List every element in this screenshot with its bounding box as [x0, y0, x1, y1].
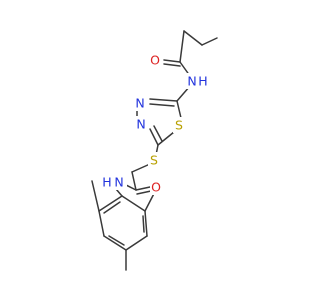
bond-ring-5: [98, 210, 105, 237]
bond-s-ch2: [131, 163, 151, 173]
atom-nh-amide-label: N: [114, 175, 123, 190]
bond-c2-s1: [157, 131, 175, 146]
bond-n3-c2-double-b: [153, 125, 163, 142]
molecule-structure-diagram: O N H N N S S O H N: [91, 30, 218, 271]
atom-nh-amide-h-label: H: [102, 175, 111, 190]
atom-s-thioether: S: [148, 152, 160, 168]
bond-methyl-a: [183, 30, 203, 46]
bond-ring-2: [144, 210, 148, 237]
atom-nh-top-label: N: [187, 74, 196, 89]
bond-s1-c5: [176, 100, 182, 119]
bond-methyl-b: [201, 37, 218, 46]
atom-n-ring-4: N: [134, 95, 146, 111]
bond-amide-double-b: [136, 190, 152, 195]
atom-nh-top: N H: [186, 73, 208, 89]
atom-n-ring-3-label: N: [136, 117, 145, 132]
bond-ring-3: [125, 235, 148, 251]
atom-nh-top-h-label: H: [198, 74, 207, 89]
atom-n-ring-4-label: N: [135, 96, 144, 111]
atom-o-amide-label: O: [151, 180, 161, 195]
bond-carbonyl-double-a: [163, 59, 181, 63]
atom-o-amide: O: [150, 178, 163, 195]
bond-ring-inner-1: [142, 215, 145, 233]
atom-nh-amide: H N: [101, 174, 127, 190]
bond-amide-double-a: [135, 186, 151, 191]
bond-c5-n4-double-b: [149, 103, 175, 107]
bond-nh-aryl: [115, 188, 123, 197]
bond-ch-carbonyl: [179, 30, 185, 63]
bond-c5-n4-double-a: [149, 98, 178, 102]
bond-ring-inner-3: [103, 201, 121, 214]
atom-s-thioether-label: S: [150, 153, 158, 168]
bond-ring-1: [121, 195, 146, 212]
bond-ch2-carbonyl: [131, 171, 137, 191]
bond-methyl-ortho-left: [91, 180, 100, 212]
bond-ring-4: [103, 235, 127, 251]
atom-s-ring-label: S: [175, 118, 183, 133]
atom-s-ring: S: [173, 117, 185, 133]
bond-ring-6: [98, 195, 123, 212]
bond-ring-inner-2: [108, 235, 125, 246]
atom-o-top: O: [149, 51, 162, 68]
bond-n3-c2-double-a: [149, 128, 159, 146]
bond-carbonyl-double-b: [163, 63, 181, 67]
atom-n-ring-3: N: [135, 116, 147, 132]
atom-o-top-label: O: [150, 53, 160, 68]
